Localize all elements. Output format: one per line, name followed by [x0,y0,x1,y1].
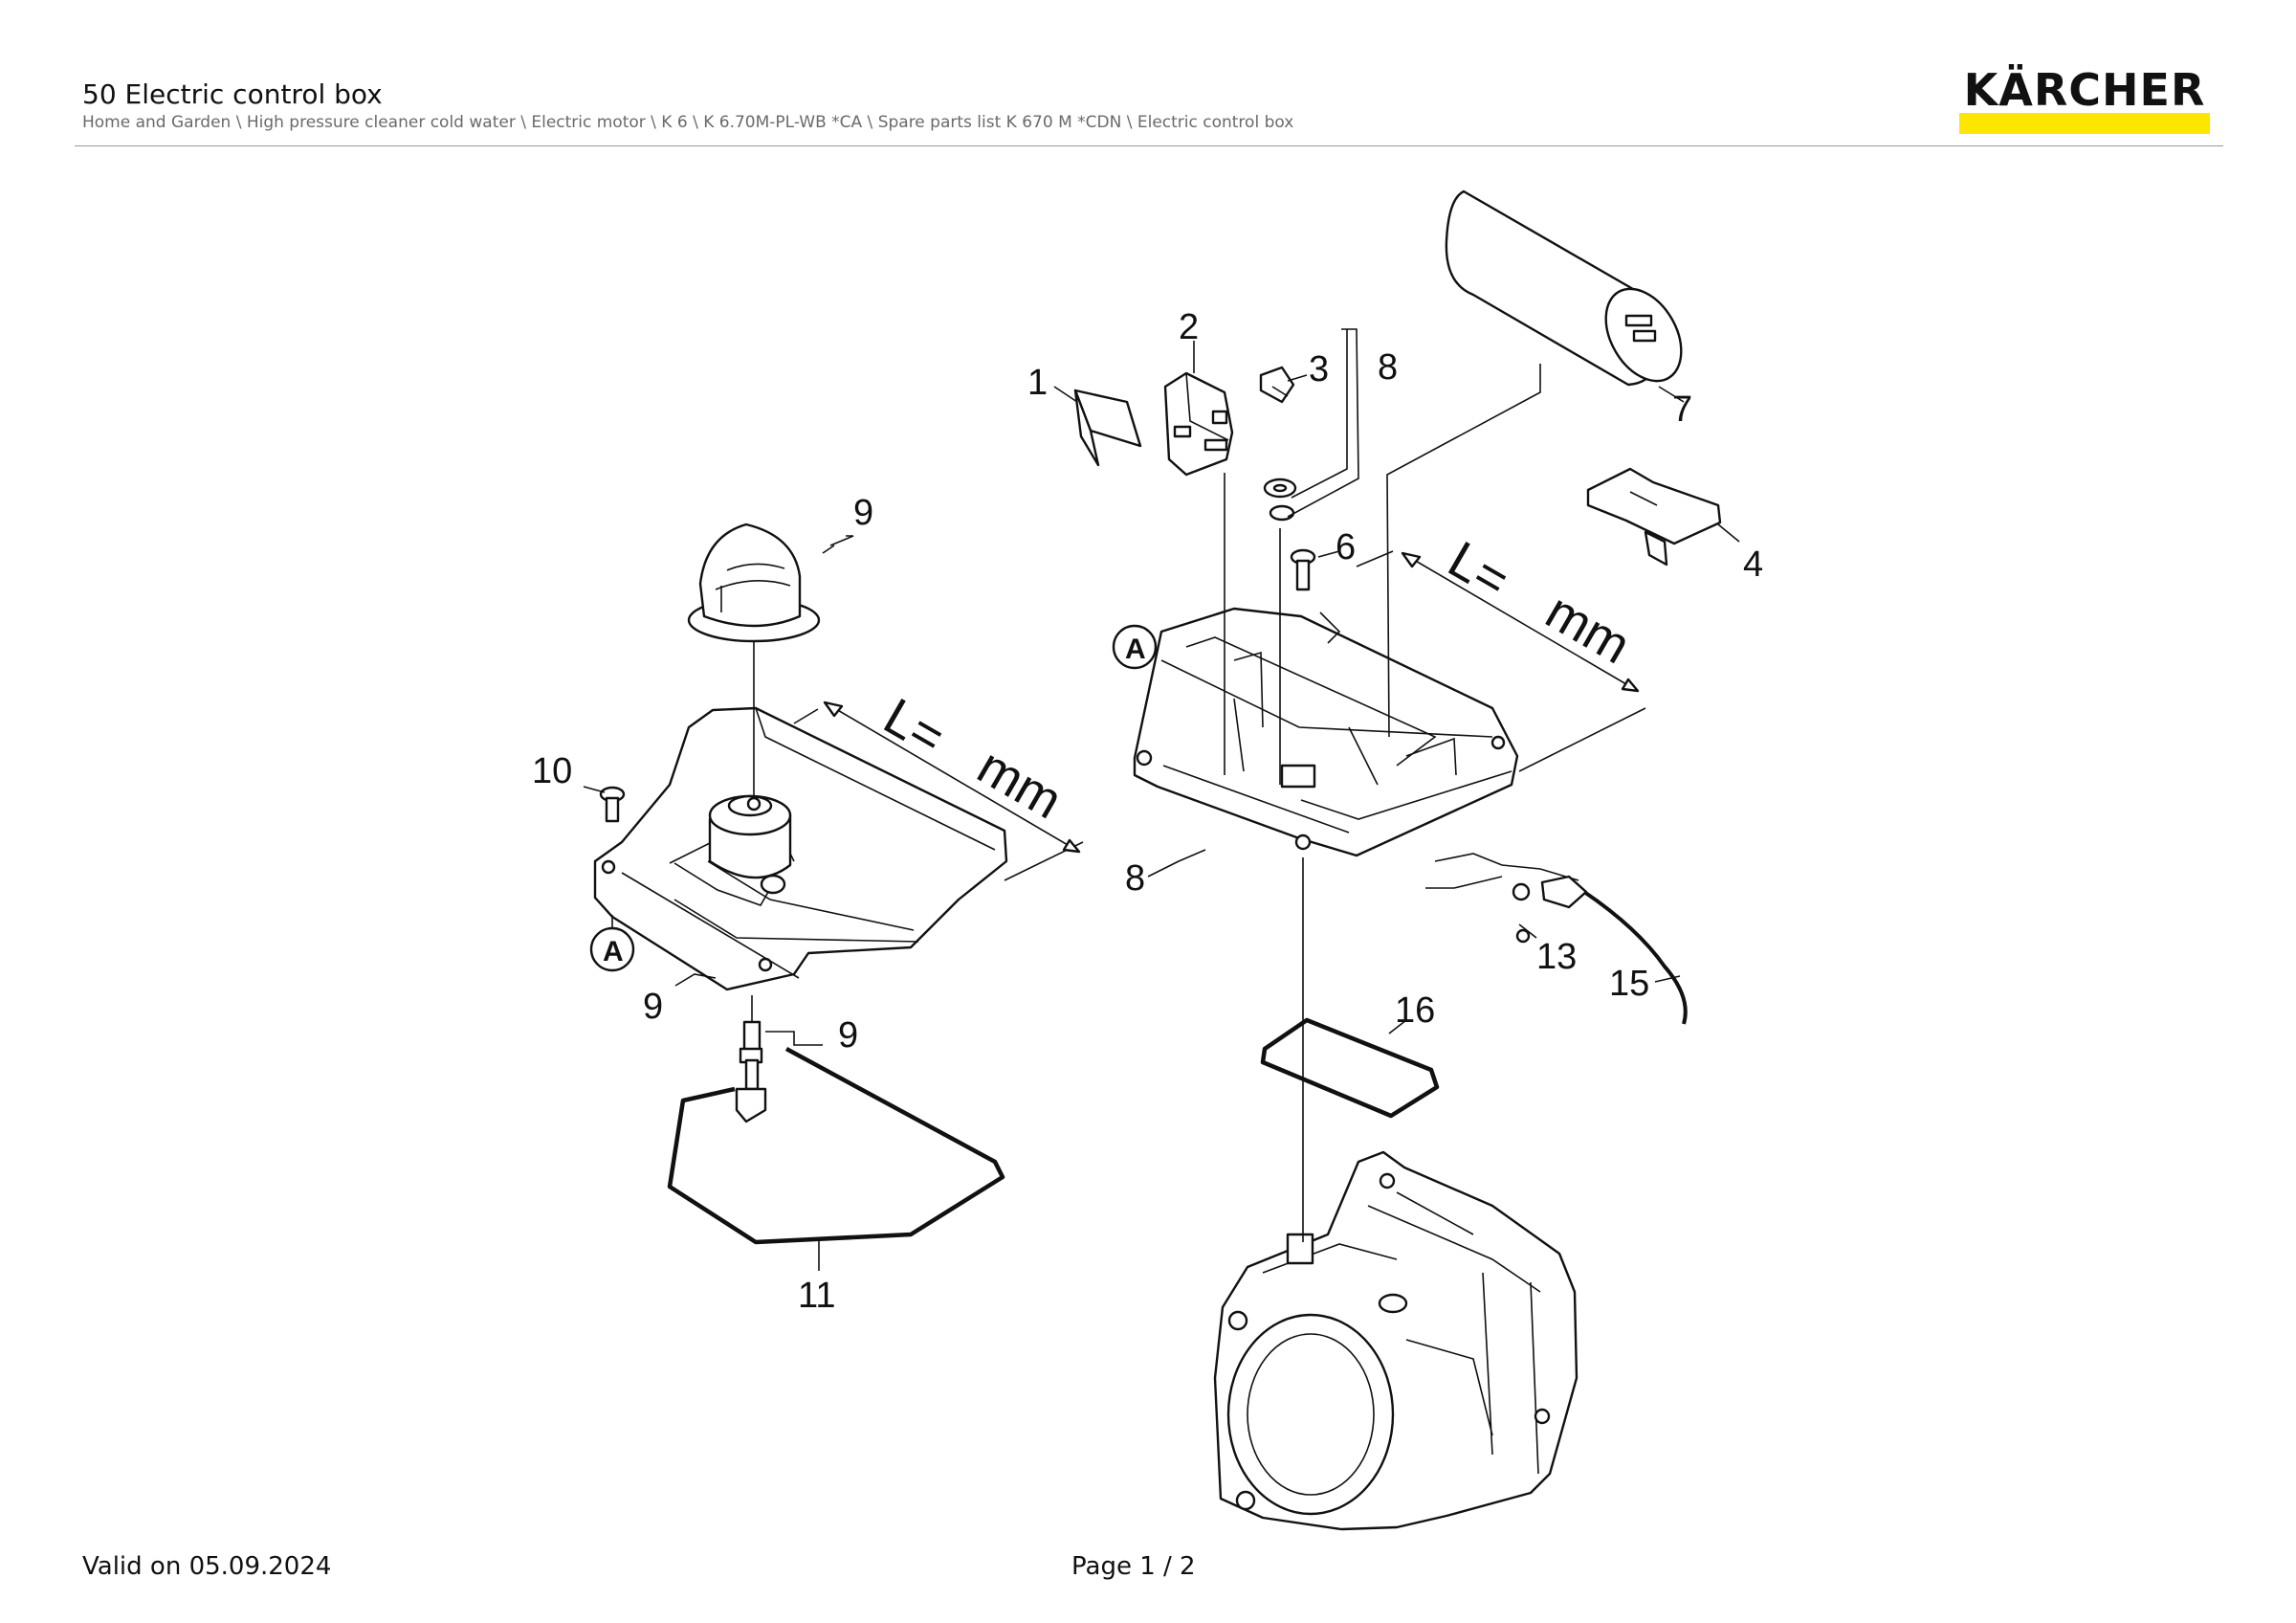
leader-9-left [674,973,717,987]
left-dimension-l-label: L= [874,687,954,767]
callout-1: 1 [1027,363,1048,403]
callout-8-bottom: 8 [1125,858,1145,899]
leader-10 [583,786,606,793]
callout-13: 13 [1536,937,1577,977]
right-dimension-mm-label: mm [1536,582,1640,675]
page-indicator: Page 1 / 2 [1071,1552,1196,1581]
left-a-marker: A [589,926,635,972]
clip-3 [1259,366,1295,404]
callout-15: 15 [1609,964,1649,1004]
leader-15 [1654,975,1681,983]
left-lid-housing [593,706,1008,991]
motor-flange [1213,1150,1578,1531]
brand-logo-bar [1959,113,2210,134]
page-title: 50 Electric control box [82,78,383,110]
leader-9-cap-b [822,545,835,554]
header-divider [75,145,2223,146]
leader-capacitor-axis [1386,364,1541,738]
screw-10 [599,786,626,823]
left-dimension-mm-label: mm [968,737,1071,830]
terminal-cover-4 [1586,467,1722,567]
leader-9-sensor [765,1031,823,1046]
leader-16 [1388,1019,1407,1034]
callout-8-top: 8 [1378,347,1398,388]
sensor-probe [735,1020,767,1123]
leader-7 [1658,386,1685,403]
callout-2: 2 [1179,307,1199,347]
callout-9-left: 9 [643,987,663,1027]
brand-logo: KÄRCHER [1959,63,2210,136]
left-a-marker-text: A [603,936,624,967]
capacitor-7 [1445,189,1683,387]
leader-4 [1717,523,1740,543]
right-dimension-l-label: L= [1439,530,1518,610]
power-cable [1425,853,1688,1025]
callout-16: 16 [1395,990,1435,1031]
leader-1 [1053,386,1078,403]
breadcrumb: Home and Garden \ High pressure cleaner … [82,113,1294,132]
leader-6 [1317,550,1340,558]
gasket-16 [1260,1017,1440,1119]
screw-6 [1290,548,1316,591]
leader-9-cap [829,535,854,546]
callout-11: 11 [798,1276,835,1316]
insulating-plate-1 [1073,389,1142,467]
leader-13 [1518,923,1537,939]
leader-3 [1287,374,1308,382]
leader-8-top [1287,328,1359,518]
right-control-box [1133,607,1519,857]
right-a-marker: A [1112,624,1158,670]
brand-logo-text: KÄRCHER [1963,64,2206,116]
callout-9-cap: 9 [853,493,873,533]
callout-6: 6 [1336,527,1356,567]
switch-2 [1163,371,1234,477]
callout-3: 3 [1309,349,1329,389]
leader-8-bottom [1147,849,1206,878]
right-a-marker-text: A [1125,634,1146,665]
callout-9-sensor: 9 [838,1015,858,1056]
gasket-11 [667,1047,1005,1245]
washer-ring [1263,478,1297,522]
knob-cap [687,522,821,643]
valid-on-date: Valid on 05.09.2024 [82,1552,332,1581]
callout-10: 10 [532,751,572,791]
callout-7: 7 [1672,389,1692,430]
leader-8-top-b [1291,329,1348,499]
callout-4: 4 [1743,545,1763,585]
